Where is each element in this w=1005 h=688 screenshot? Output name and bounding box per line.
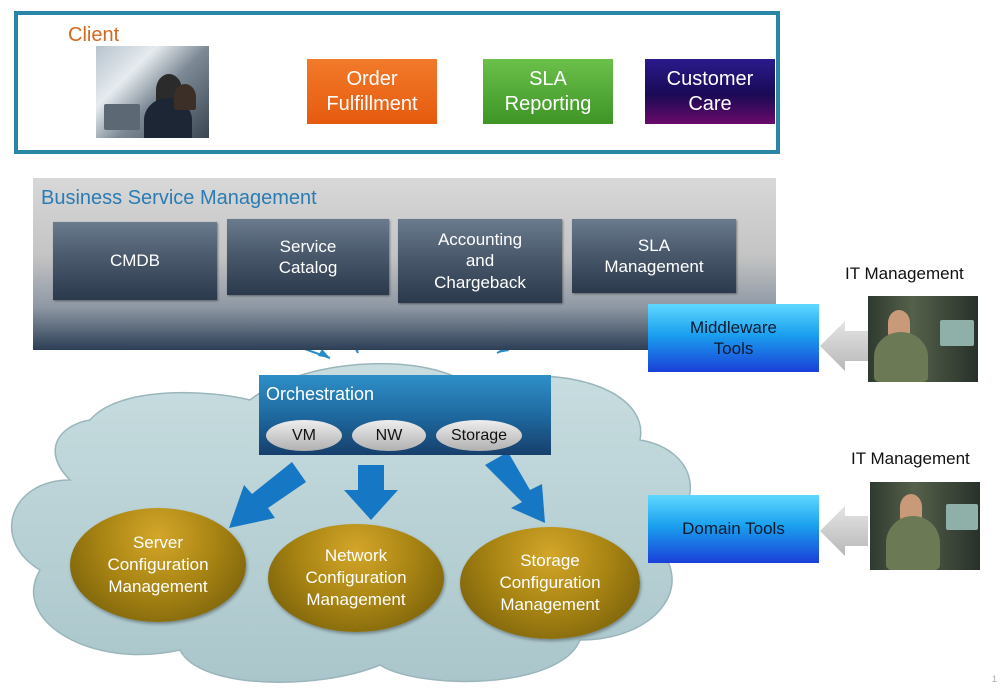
- accounting-chargeback-box: Accounting and Chargeback: [398, 219, 562, 303]
- client-monitor: [104, 104, 140, 130]
- network-config-ellipse: Network Configuration Management: [268, 524, 444, 632]
- client-label: Client: [68, 24, 120, 46]
- orchestration-arrows: [229, 452, 545, 528]
- bsm-title: Business Service Management: [41, 187, 317, 209]
- middleware-arrow: [820, 321, 868, 371]
- vm-pill: VM: [266, 420, 342, 451]
- order-fulfillment-box: Order Fulfillment: [307, 59, 437, 124]
- domain-tools-arrow: [820, 506, 868, 556]
- sla-reporting-box: SLA Reporting: [483, 59, 613, 124]
- client-photo: [96, 46, 209, 138]
- page-number: 1: [991, 674, 997, 684]
- storage-config-ellipse: Storage Configuration Management: [460, 527, 640, 639]
- cmdb-box: CMDB: [53, 222, 217, 300]
- server-config-ellipse: Server Configuration Management: [70, 508, 246, 622]
- it-person-top-body: [874, 332, 928, 382]
- service-catalog-box: Service Catalog: [227, 219, 389, 295]
- it-monitor-top: [940, 320, 974, 346]
- sla-management-box: SLA Management: [572, 219, 736, 293]
- storage-pill: Storage: [436, 420, 522, 451]
- it-person-bottom-body: [886, 516, 940, 570]
- it-management-photo-bottom: [870, 482, 980, 570]
- customer-care-box: Customer Care: [645, 59, 775, 124]
- it-management-photo-top: [868, 296, 978, 382]
- orchestration-title: Orchestration: [266, 384, 375, 404]
- it-person-bottom-head: [900, 494, 922, 520]
- domain-tools-box: Domain Tools: [648, 495, 819, 563]
- middleware-tools-box: Middleware Tools: [648, 304, 819, 372]
- it-management-label-top: IT Management: [845, 264, 964, 283]
- nw-pill: NW: [352, 420, 426, 451]
- it-monitor-bottom: [946, 504, 978, 530]
- client-person-2: [174, 84, 196, 110]
- it-person-top-head: [888, 310, 910, 336]
- it-management-label-bottom: IT Management: [851, 449, 970, 468]
